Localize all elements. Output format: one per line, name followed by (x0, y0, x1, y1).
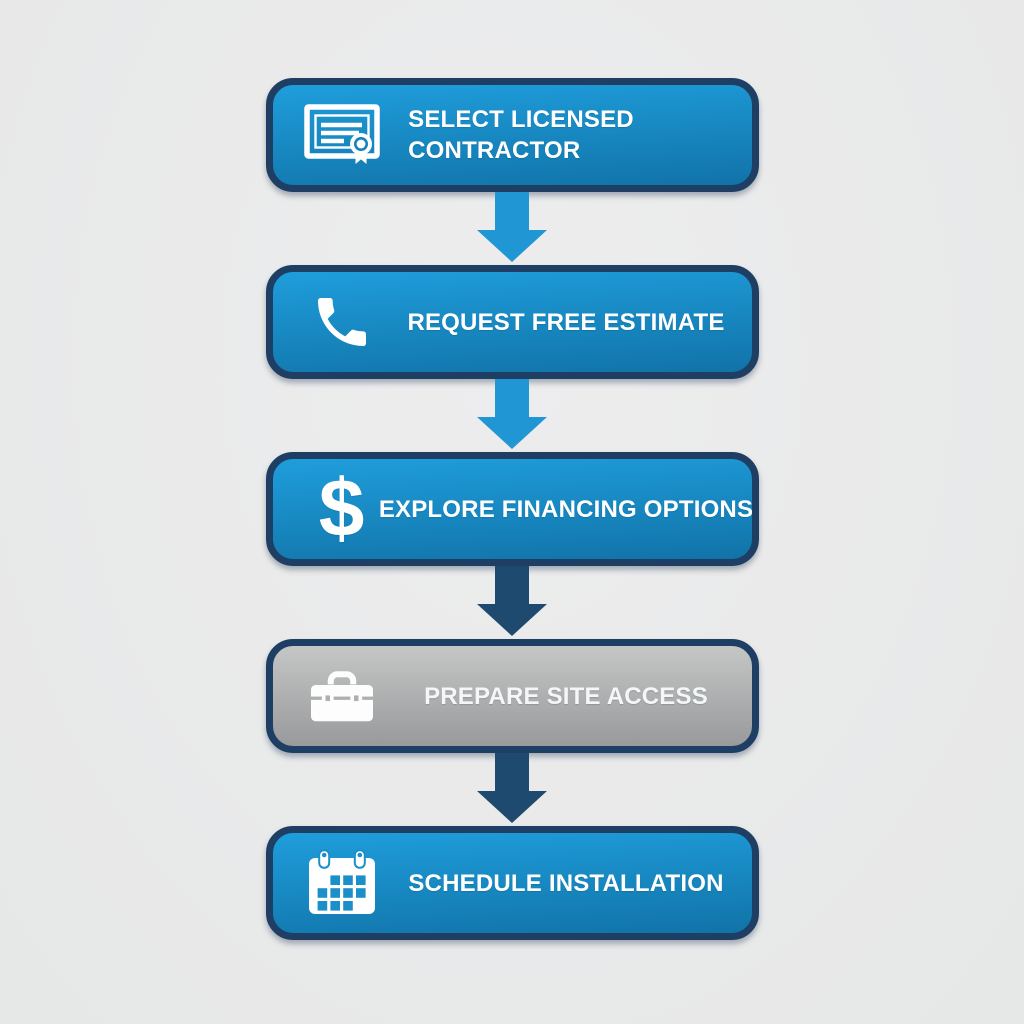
dollar-sign-icon: $ (303, 468, 381, 550)
step-label-wrap: SCHEDULE INSTALLATION (381, 868, 752, 899)
step-schedule-installation: SCHEDULE INSTALLATION (265, 826, 759, 940)
step-label: SCHEDULE INSTALLATION (408, 869, 724, 897)
step-select-licensed-contractor: SELECT LICENSED CONTRACTOR (265, 78, 759, 192)
down-arrow-icon (476, 753, 548, 826)
calendar-icon (303, 849, 381, 917)
step-label-wrap: SELECT LICENSED CONTRACTOR (381, 104, 752, 166)
certificate-icon (303, 104, 381, 166)
step-label-wrap: PREPARE SITE ACCESS (381, 681, 752, 712)
step-explore-financing-options: $ EXPLORE FINANCING OPTIONS (265, 452, 759, 566)
toolbox-icon (303, 665, 381, 727)
step-label: REQUEST FREE ESTIMATE (407, 308, 725, 336)
step-label-wrap: EXPLORE FINANCING OPTIONS (378, 494, 754, 525)
step-request-free-estimate: REQUEST FREE ESTIMATE (265, 265, 759, 379)
down-arrow-icon (476, 379, 548, 452)
step-label: SELECT LICENSED CONTRACTOR (408, 106, 634, 164)
step-label: EXPLORE FINANCING OPTIONS (378, 495, 754, 523)
step-label: PREPARE SITE ACCESS (424, 682, 708, 710)
down-arrow-icon (476, 566, 548, 639)
dollar-glyph: $ (318, 463, 365, 554)
step-prepare-site-access: PREPARE SITE ACCESS (265, 639, 759, 753)
phone-icon (303, 290, 381, 354)
step-label-wrap: REQUEST FREE ESTIMATE (381, 307, 752, 338)
down-arrow-icon (476, 192, 548, 265)
